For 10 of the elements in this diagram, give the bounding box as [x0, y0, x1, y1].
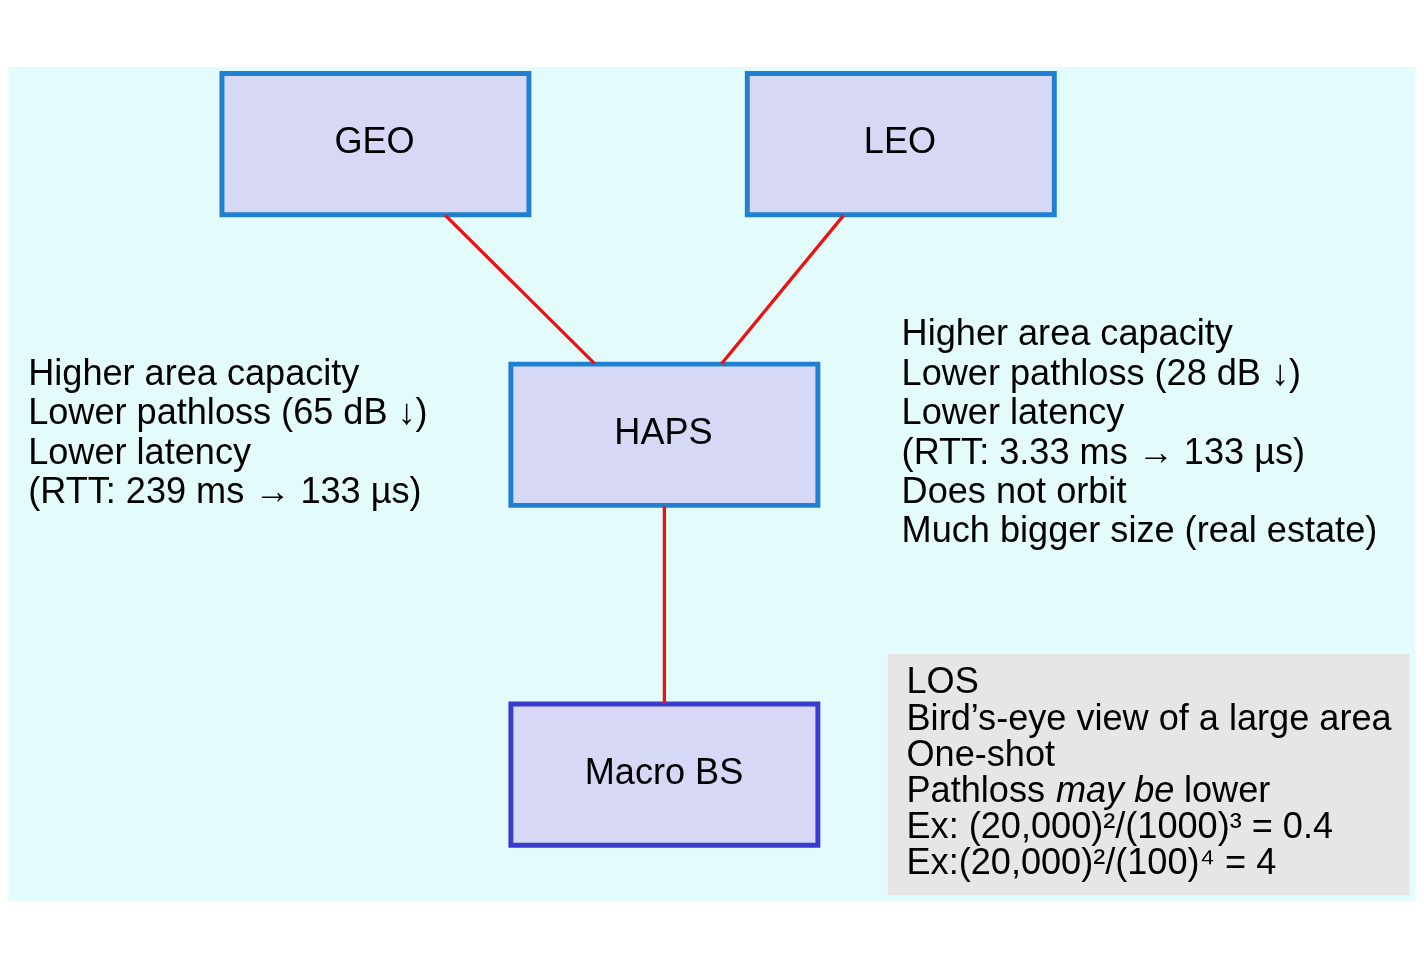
node-label: Much bigger size (real estate): [901, 509, 1378, 551]
connector: [444, 214, 596, 365]
node-box: Macro BS: [508, 701, 821, 848]
connector: [662, 506, 667, 704]
node-box: GEO: [219, 71, 532, 218]
node-label: Higher area capacity: [901, 312, 1233, 354]
node-label: Higher area capacity: [28, 351, 360, 393]
node-box: LEO: [744, 71, 1057, 218]
node-box: HAPS: [508, 361, 821, 508]
connector: [720, 214, 845, 365]
